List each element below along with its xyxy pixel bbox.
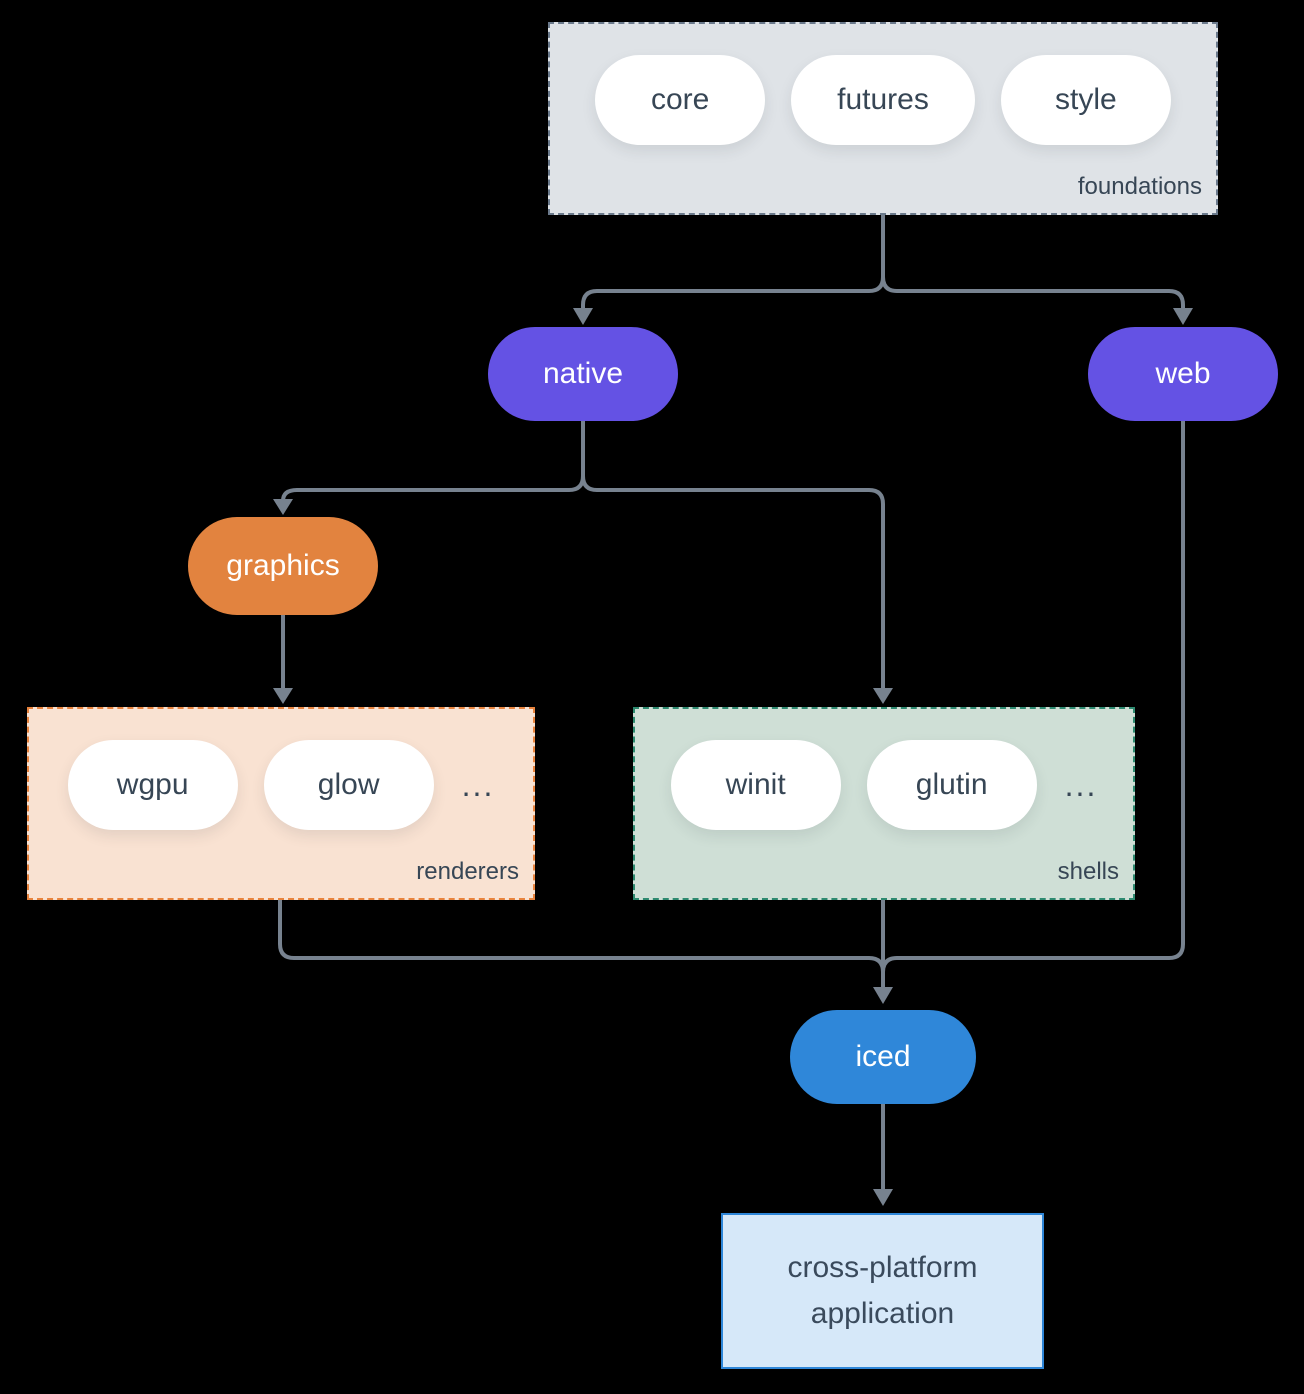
- arrowhead-web: [1173, 308, 1193, 325]
- arrowhead-graphics: [273, 499, 293, 515]
- node-glow: glow: [263, 740, 434, 830]
- edge-foundations-to-native: [581, 215, 885, 309]
- group-shells: winit glutin ... shells: [633, 707, 1135, 900]
- renderers-label: renderers: [416, 858, 519, 885]
- edge-renderers-to-iced: [278, 900, 885, 978]
- node-iced: iced: [790, 1010, 976, 1104]
- node-graphics: graphics: [188, 517, 378, 615]
- node-native: native: [488, 327, 678, 421]
- arrowhead-native: [573, 308, 593, 325]
- renderers-pill-row: wgpu glow ...: [29, 740, 533, 830]
- edge-native-to-graphics: [281, 421, 585, 502]
- node-web: web: [1088, 327, 1278, 421]
- arrowhead-application: [873, 1189, 893, 1206]
- edge-foundations-to-web: [881, 215, 1185, 309]
- shells-pill-row: winit glutin ...: [635, 740, 1133, 830]
- node-glutin: glutin: [866, 740, 1037, 830]
- renderers-ellipsis: ...: [461, 766, 495, 803]
- application-label-line2: application: [810, 1297, 955, 1330]
- node-style: style: [1000, 55, 1171, 145]
- shells-label: shells: [1057, 858, 1119, 885]
- group-renderers: wgpu glow ... renderers: [27, 707, 535, 900]
- foundations-label: foundations: [1077, 173, 1202, 200]
- node-winit: winit: [670, 740, 841, 830]
- node-wgpu: wgpu: [67, 740, 238, 830]
- application-label-line1: cross-platform: [787, 1250, 978, 1284]
- foundations-pill-row: core futures style: [550, 55, 1216, 145]
- shells-ellipsis: ...: [1064, 766, 1098, 803]
- node-futures: futures: [791, 55, 975, 145]
- edge-native-to-shells: [581, 421, 885, 690]
- cross-platform-application-box: cross-platform application: [721, 1213, 1044, 1369]
- arrowhead-shells: [873, 688, 893, 704]
- arrowhead-iced: [873, 987, 893, 1004]
- node-core: core: [595, 55, 766, 145]
- arrowhead-renderers: [273, 688, 293, 704]
- group-foundations: core futures style foundations: [548, 22, 1218, 215]
